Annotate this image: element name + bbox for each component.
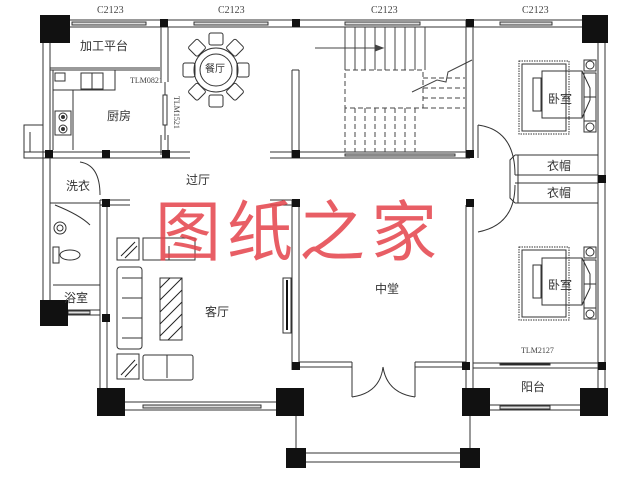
room-label-closet-2: 衣帽 bbox=[547, 186, 572, 200]
door-code-kitchen: TLM0821 bbox=[130, 76, 163, 85]
room-label-closet-1: 衣帽 bbox=[547, 159, 572, 173]
window-label-2: C2123 bbox=[218, 5, 245, 16]
room-label-bedroom-top: 卧室 bbox=[548, 92, 573, 106]
door-code-balcony: TLM2127 bbox=[521, 346, 554, 355]
room-label-balcony: 阳台 bbox=[521, 380, 546, 394]
room-label-kitchen: 厨房 bbox=[107, 109, 132, 123]
room-label-bedroom-bottom: 卧室 bbox=[548, 278, 573, 292]
room-label-hall: 过厅 bbox=[186, 173, 211, 187]
window-label-1: C2123 bbox=[97, 5, 124, 16]
room-label-living-room: 客厅 bbox=[205, 305, 230, 319]
room-label-central-hall: 中堂 bbox=[375, 282, 400, 296]
door-code-kitchen-side: TLM1521 bbox=[172, 96, 181, 129]
room-label-dining: 餐厅 bbox=[205, 64, 225, 75]
window-label-3: C2123 bbox=[371, 5, 398, 16]
room-label-processing-platform: 加工平台 bbox=[80, 39, 129, 53]
watermark: 图纸之家 bbox=[155, 194, 443, 271]
room-label-bathroom: 浴室 bbox=[64, 291, 89, 305]
window-label-4: C2123 bbox=[522, 5, 549, 16]
room-label-laundry: 洗衣 bbox=[66, 179, 91, 193]
